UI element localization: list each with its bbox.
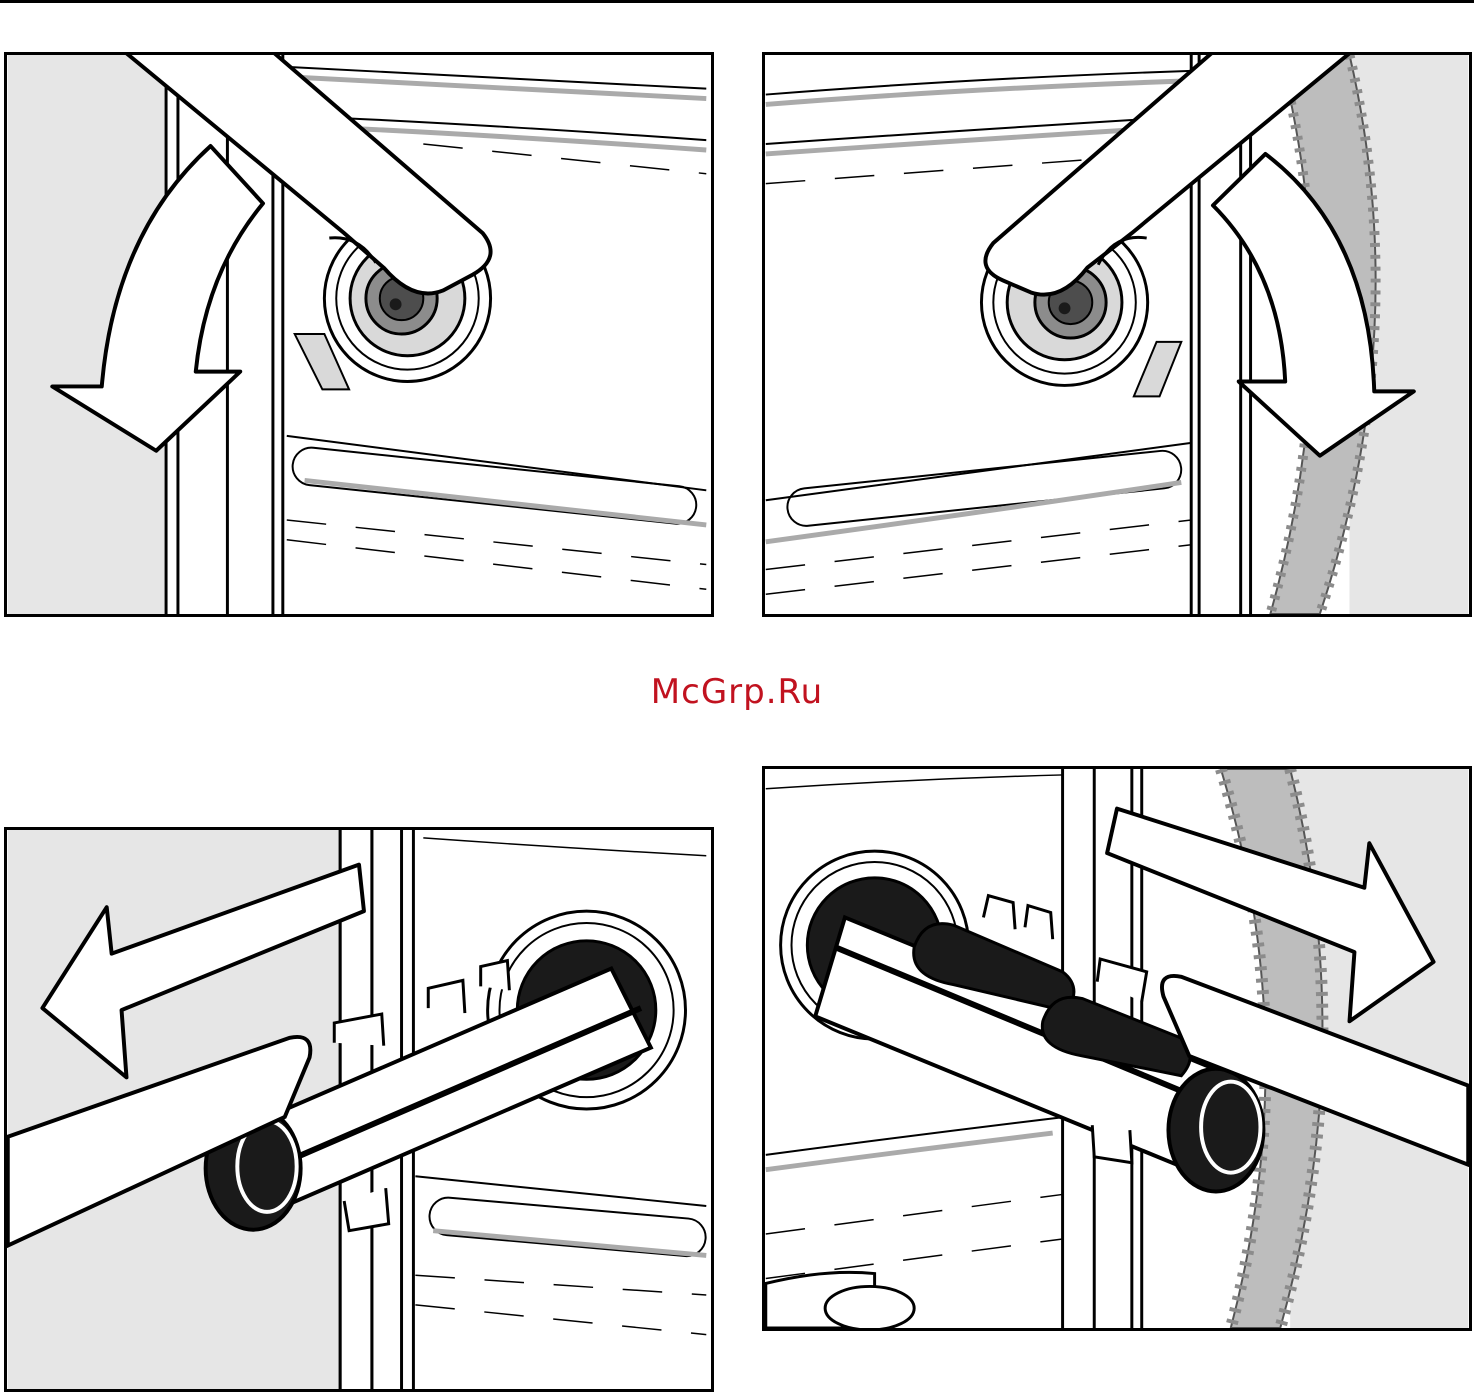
illustration-panel-2: [762, 52, 1472, 617]
rotation-mark-icon: [1134, 342, 1181, 396]
illustration-panel-4: [762, 766, 1472, 1331]
watermark: McGrp.Ru: [0, 672, 1474, 712]
panel-3-drawing: [7, 830, 711, 1389]
top-rule: [0, 0, 1474, 3]
panel-1-drawing: [7, 55, 711, 614]
panel-2-drawing: [765, 55, 1469, 614]
illustration-panel-1: [4, 52, 714, 617]
panel-4-drawing: [765, 769, 1469, 1328]
illustration-panel-3: [4, 827, 714, 1392]
